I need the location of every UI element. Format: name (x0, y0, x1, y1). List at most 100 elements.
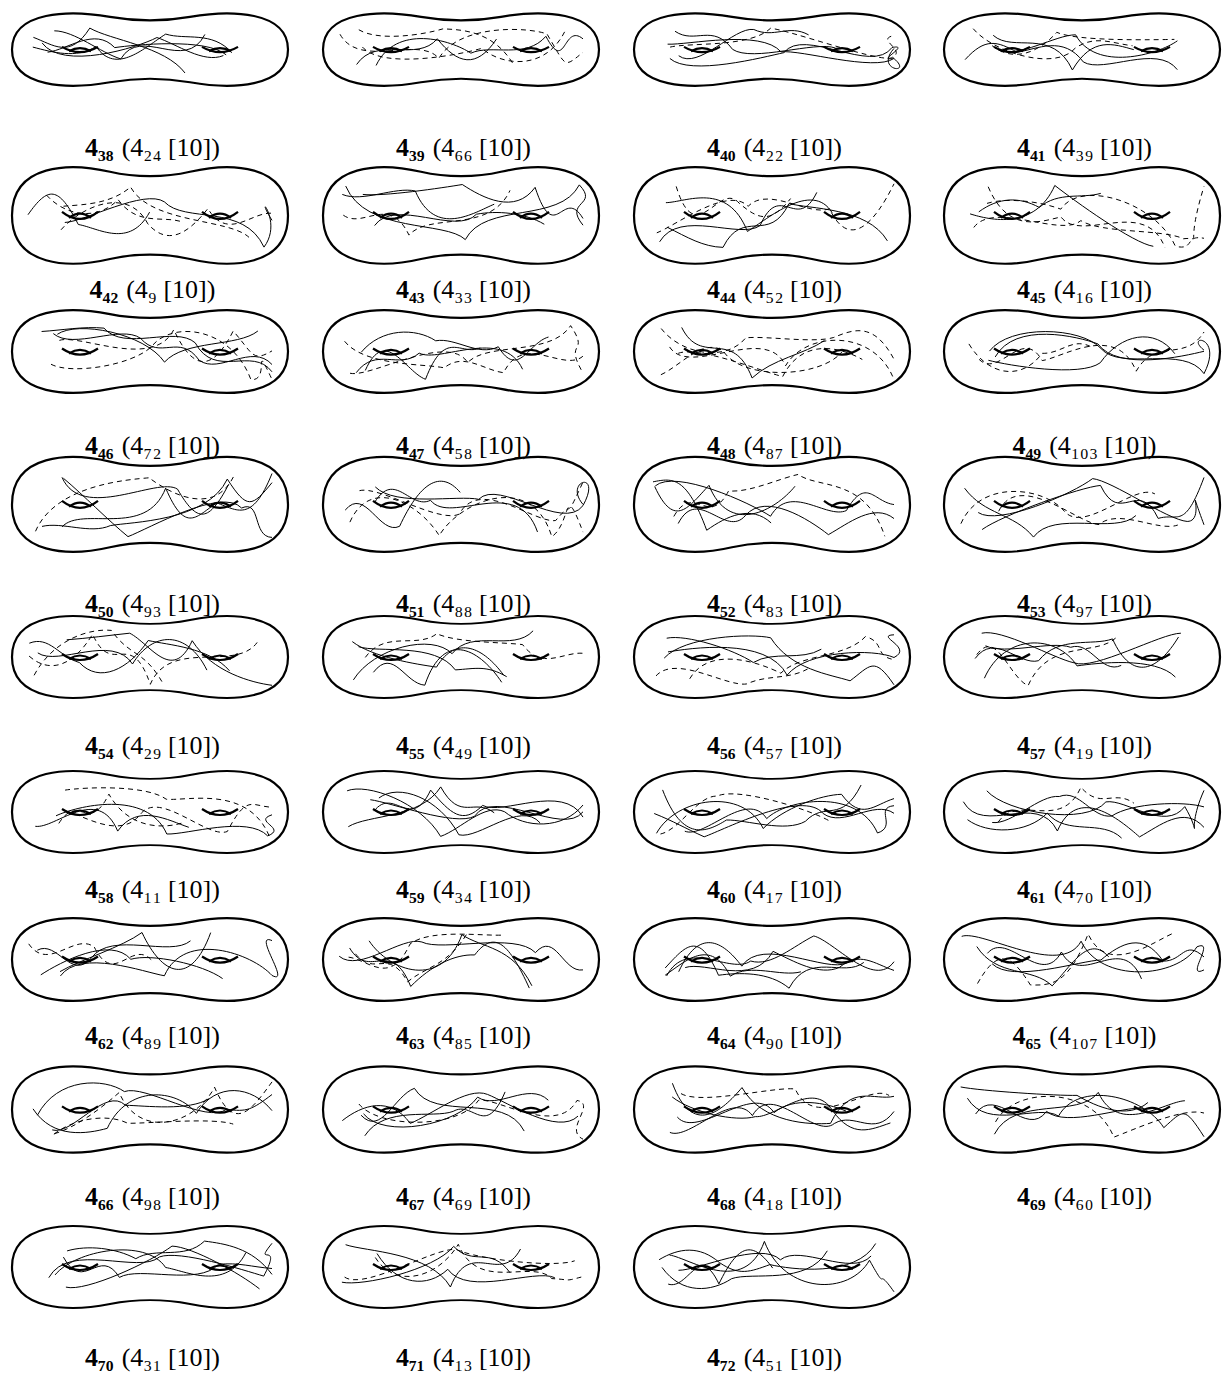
reference-number: (4₃₁ [10]) (122, 1343, 220, 1372)
reference-number: (4₈₈ [10]) (433, 589, 531, 618)
handle-hole (691, 656, 713, 660)
knot-strand (655, 485, 795, 514)
knot-number: 4₇₂ (707, 1343, 736, 1372)
knot-number: 4₅₂ (707, 589, 736, 618)
knot-number: 4₅₃ (1017, 589, 1046, 618)
knot-caption: 4₃₈(4₂₄ [10]) (5, 133, 300, 163)
knot-strand (52, 1099, 209, 1131)
knot-caption: 4₅₉(4₃₄ [10]) (316, 875, 611, 905)
knot-strand (990, 332, 1210, 374)
knot-strand (664, 636, 894, 685)
surface-outline (323, 1226, 599, 1308)
knot-strand (653, 480, 771, 530)
knot-strand (992, 943, 1204, 972)
knot-strand-back (365, 634, 583, 659)
knot-strand (665, 946, 864, 988)
genus-two-surface (12, 1226, 288, 1308)
knot-strand-back (375, 1244, 583, 1280)
knot-strand (379, 792, 540, 835)
surface-outline (323, 457, 599, 552)
knot-strand (375, 489, 538, 532)
knot-number: 4₆₀ (707, 875, 736, 904)
knot-caption: 4₅₄(4₂₉ [10]) (5, 731, 300, 761)
knot-strand (49, 1243, 272, 1277)
knot-strand-back (974, 186, 1204, 238)
knot-strand-back (998, 787, 1134, 822)
knot-strand (66, 1246, 260, 1289)
knot-strand (38, 640, 207, 671)
handle-hole (513, 654, 549, 660)
knot-strand (667, 638, 822, 663)
knot-strand (679, 1253, 872, 1270)
knot-number: 4₇₁ (396, 1343, 425, 1372)
reference-number: (4₅₂ [10]) (744, 275, 842, 304)
handle-hole (831, 656, 853, 660)
reference-number: (4₈₅ [10]) (433, 1021, 531, 1050)
genus-two-surface (634, 1226, 910, 1308)
handle-hole (209, 811, 231, 815)
genus-two-surface (944, 310, 1220, 393)
genus-two-surface (634, 918, 910, 1001)
genus-two-surface (323, 13, 599, 85)
knot-caption: 4₆₁(4₇₀ [10]) (937, 875, 1228, 905)
genus-two-surface (944, 771, 1220, 853)
reference-number: (4₄₉ [10]) (433, 731, 531, 760)
knot-strand-back (661, 794, 831, 834)
knot-strand-back (996, 1096, 1205, 1137)
handle-hole (62, 1106, 98, 1112)
knot-number: 4₅₆ (707, 731, 736, 760)
handle-hole (520, 958, 542, 962)
knot-number: 4₃₉ (396, 133, 425, 162)
knot-strand-back (349, 934, 504, 968)
knot-caption: 4₆₆(4₉₈ [10]) (5, 1182, 300, 1212)
knot-strand (995, 334, 1204, 360)
knot-strand (984, 643, 1175, 678)
knot-strand-back (969, 344, 1093, 372)
genus-two-surface (634, 13, 910, 85)
knot-strand (42, 479, 272, 529)
reference-number: (4₁₃ [10]) (433, 1343, 531, 1372)
surface-outline (944, 457, 1220, 552)
knot-caption: 4₅₃(4₉₇ [10]) (937, 589, 1228, 619)
knot-strand-back (34, 630, 164, 685)
reference-number: (4₃₉ [10]) (1054, 133, 1152, 162)
knot-strand (963, 802, 1204, 837)
knot-number: 4₄₂ (90, 275, 119, 304)
genus-two-surface (12, 918, 288, 1001)
genus-two-surface (12, 310, 288, 393)
surface-outline (944, 13, 1220, 85)
knot-caption: 4₆₄(4₉₀ [10]) (627, 1021, 922, 1051)
knot-strand (60, 940, 277, 977)
knot-number: 4₅₀ (85, 589, 114, 618)
surface-outline (12, 918, 288, 1001)
knot-strand-back (355, 933, 467, 982)
handle-hole (1141, 958, 1163, 962)
genus-two-surface (12, 1066, 288, 1152)
knot-strand-back (51, 331, 272, 379)
knot-strand (677, 1102, 846, 1122)
knot-number: 4₄₉ (1013, 431, 1042, 460)
knot-strand (993, 35, 1134, 70)
knot-strand-back (678, 349, 862, 377)
genus-two-surface (323, 1226, 599, 1308)
knot-strand-back (47, 195, 184, 222)
knot-strand (57, 329, 258, 362)
surface-outline (634, 1226, 910, 1308)
surface-outline (944, 167, 1220, 263)
knot-number: 4₆₃ (396, 1021, 425, 1050)
handle-hole (1141, 503, 1163, 507)
reference-number: (4₁₈ [10]) (744, 1182, 842, 1211)
handle-hole (62, 348, 98, 354)
knot-strand (33, 34, 232, 59)
knot-caption: 4₅₆(4₅₇ [10]) (627, 731, 922, 761)
surface-outline (12, 457, 288, 552)
knot-strand-back (656, 668, 808, 684)
knot-strand (970, 185, 1153, 246)
knot-strand-back (343, 190, 510, 235)
knot-strand (979, 193, 1101, 212)
reference-number: (4₂₄ [10]) (122, 133, 220, 162)
handle-hole (1134, 1106, 1170, 1112)
reference-number: (4₇₂ [10]) (122, 431, 220, 460)
surface-outline (634, 918, 910, 1001)
knot-strand (968, 813, 1122, 838)
